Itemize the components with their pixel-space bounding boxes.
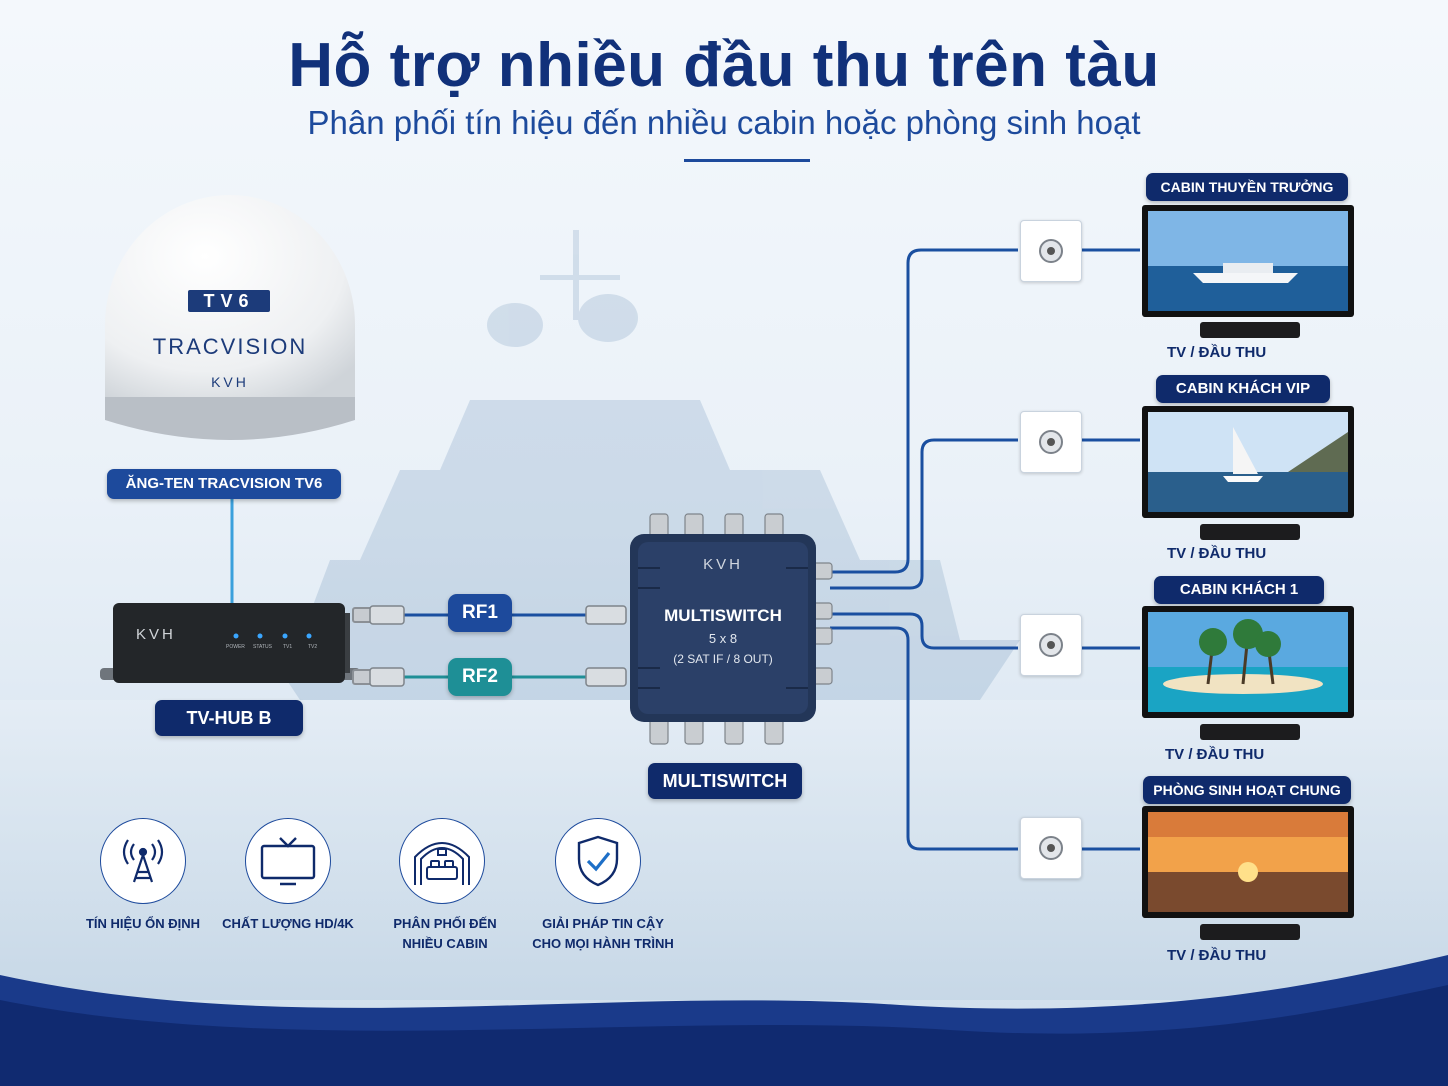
room-label-guest-cabin-1: CABIN KHÁCH 1 <box>1154 576 1324 604</box>
multiswitch-maker-logo: KVH <box>703 556 743 573</box>
shield-check-icon <box>577 835 619 887</box>
multiswitch-device <box>630 513 833 745</box>
tv-screen-3 <box>1142 606 1354 718</box>
rf1-label: RF1 <box>448 594 512 632</box>
feature-reliability <box>555 818 641 904</box>
set-top-box-4 <box>1200 924 1300 940</box>
tv-screen-4 <box>1142 806 1354 918</box>
antenna-label: ĂNG-TEN TRACVISION TV6 <box>107 469 341 499</box>
wall-socket-2 <box>1020 411 1082 473</box>
cable-out-1 <box>830 248 1018 574</box>
tv-hub-device <box>100 603 400 685</box>
feature-distribution-line1: PHÂN PHỐI ĐẾN <box>393 916 497 931</box>
feature-reliability-line1: GIẢI PHÁP TIN CẬY <box>542 916 664 931</box>
coax-socket-icon <box>1039 836 1063 860</box>
feature-distribution-text: PHÂN PHỐI ĐẾN NHIỀU CABIN <box>360 914 530 954</box>
feature-quality-text: CHẤT LƯỢNG HD/4K <box>203 914 373 934</box>
signal-tower-icon <box>122 839 164 883</box>
feature-distribution-line2: NHIỀU CABIN <box>402 936 488 951</box>
cable-out-2 <box>830 438 1018 590</box>
page-subtitle: Phân phối tín hiệu đến nhiều cabin hoặc … <box>307 104 1141 141</box>
feature-signal-text: TÍN HIỆU ỔN ĐỊNH <box>58 914 228 934</box>
hub-maker-logo: KVH <box>136 626 176 643</box>
coax-socket-icon <box>1039 633 1063 657</box>
room-label-vip-cabin: CABIN KHÁCH VIP <box>1156 375 1330 403</box>
wall-socket-3 <box>1020 614 1082 676</box>
multiswitch-detail: (2 SAT IF / 8 OUT) <box>673 652 773 666</box>
antenna-brand: TRACVISION <box>152 334 308 359</box>
multiswitch-name: MULTISWITCH <box>664 606 782 625</box>
led-label-status: STATUS <box>253 644 272 650</box>
feature-quality-line1: CHẤT LƯỢNG HD/4K <box>222 916 354 931</box>
feature-reliability-text: GIẢI PHÁP TIN CẬY CHO MỌI HÀNH TRÌNH <box>518 914 688 954</box>
room-label-common-lounge: PHÒNG SINH HOẠT CHUNG <box>1143 776 1351 804</box>
tv-label-3: TV / ĐẦU THU <box>1165 746 1265 763</box>
hub-label: TV-HUB B <box>155 700 303 736</box>
tv-label-2: TV / ĐẦU THU <box>1167 545 1267 562</box>
feature-quality <box>245 818 331 904</box>
rf2-label: RF2 <box>448 658 512 696</box>
cable-out-3 <box>830 612 1018 650</box>
tv-icon <box>260 837 316 886</box>
feature-signal-line1: TÍN HIỆU ỔN ĐỊNH <box>85 916 201 931</box>
set-top-box-3 <box>1200 724 1300 740</box>
tv-screen-2 <box>1142 406 1354 518</box>
antenna-badge: TV6 <box>203 291 255 311</box>
antenna-maker: KVH <box>211 374 249 390</box>
antenna-dome <box>105 195 355 440</box>
room-label-captain-cabin: CABIN THUYỀN TRƯỞNG <box>1146 173 1348 201</box>
wall-socket-4 <box>1020 817 1082 879</box>
tv-screen-1 <box>1142 205 1354 317</box>
cable-out-4 <box>830 626 1018 851</box>
title-divider <box>684 159 810 162</box>
multiswitch-label: MULTISWITCH <box>648 763 802 799</box>
wall-socket-1 <box>1020 220 1082 282</box>
set-top-box-1 <box>1200 322 1300 338</box>
coax-socket-icon <box>1039 430 1063 454</box>
tv-label-1: TV / ĐẦU THU <box>1167 344 1267 361</box>
led-label-tv1: TV1 <box>283 644 293 650</box>
coax-socket-icon <box>1039 239 1063 263</box>
led-label-tv2: TV2 <box>308 644 318 650</box>
cabin-bed-icon <box>414 842 470 885</box>
feature-distribution <box>399 818 485 904</box>
hub-led-labels: POWER STATUS TV1 TV2 <box>224 644 334 654</box>
set-top-box-2 <box>1200 524 1300 540</box>
led-label-power: POWER <box>226 644 245 650</box>
feature-signal <box>100 818 186 904</box>
tv-label-4: TV / ĐẦU THU <box>1167 947 1267 964</box>
multiswitch-spec: 5 x 8 <box>708 631 738 646</box>
feature-reliability-line2: CHO MỌI HÀNH TRÌNH <box>532 936 674 951</box>
page-title: Hỗ trợ nhiều đầu thu trên tàu <box>288 31 1160 100</box>
